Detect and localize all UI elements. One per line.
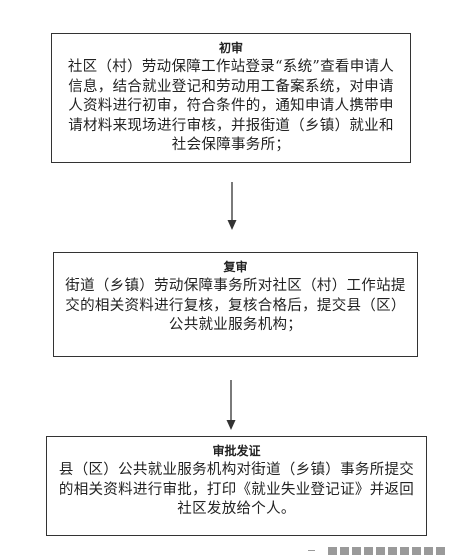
step-title-approval-issuance: 审批发证 <box>212 444 261 458</box>
step-body-initial-review: 社区（村）劳动保障工作站登录“系统”查看申请人信息，结合就业登记和劳动用工备案系… <box>67 59 395 153</box>
step-box-approval-issuance: 审批发证 县（区）公共就业服务机构对街道（乡镇）事务所提交的相关资料进行审批，打… <box>46 436 427 536</box>
arrow-down-icon <box>227 182 237 230</box>
step-body-approval-issuance: 县（区）公共就业服务机构对街道（乡镇）事务所提交的相关资料进行审批，打印《就业失… <box>58 462 415 517</box>
step-box-initial-review: 初审 社区（村）劳动保障工作站登录“系统”查看申请人信息，结合就业登记和劳动用工… <box>51 33 411 163</box>
step-body-re-review: 街道（乡镇）劳动保障事务所对社区（村）工作站提交的相关资料进行复核，复核合格后，… <box>65 278 406 333</box>
arrow-down-icon <box>226 380 236 430</box>
step-title-initial-review: 初审 <box>218 41 243 55</box>
step-title-re-review: 复审 <box>223 260 248 274</box>
watermark-fragment <box>308 547 445 555</box>
step-box-re-review: 复审 街道（乡镇）劳动保障事务所对社区（村）工作站提交的相关资料进行复核，复核合… <box>53 252 418 357</box>
